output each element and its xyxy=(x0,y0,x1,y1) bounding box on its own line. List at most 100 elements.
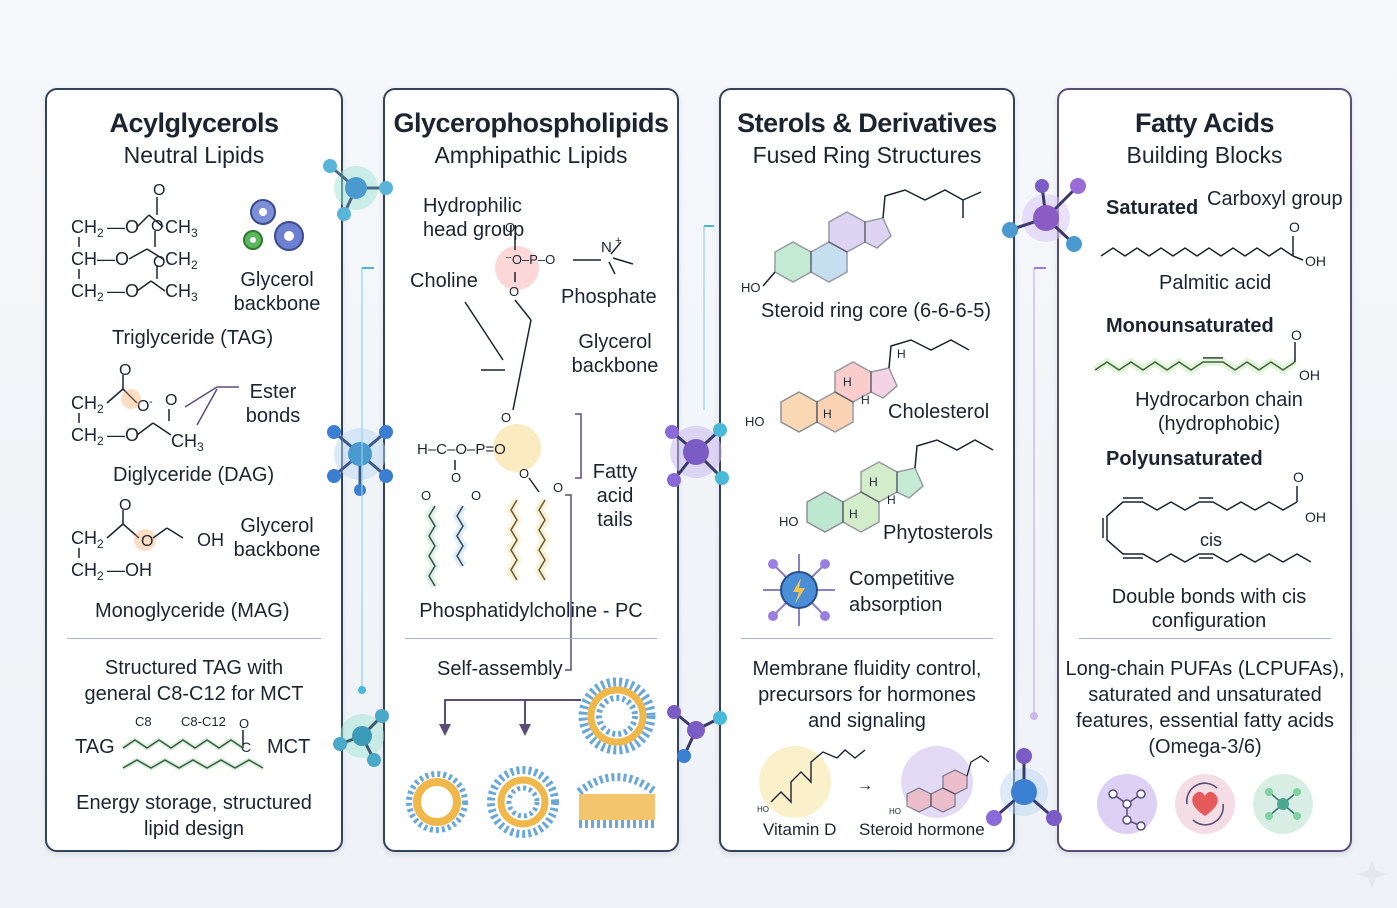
lcpufa-label: Long-chain PUFAs (LCPUFAs), saturated an… xyxy=(1065,658,1345,758)
svg-text:-: - xyxy=(149,396,153,408)
phosphate-label: Phosphate xyxy=(561,286,657,308)
svg-text:O: O xyxy=(451,470,461,485)
dag-label: Diglyceride (DAG) xyxy=(113,464,275,486)
vitamin-d-structure: HO → HO xyxy=(757,746,990,818)
phosphatidylcholine-structure: O ⁻O–P–O N+ O O H–C–O–P=O O O O O O xyxy=(417,220,634,671)
svg-text:O: O xyxy=(141,533,153,550)
svg-text:H: H xyxy=(843,375,852,389)
svg-text:O: O xyxy=(519,466,529,481)
panel-subtitle: Amphipathic Lipids xyxy=(434,142,628,168)
flow-lines xyxy=(358,225,1046,720)
divider xyxy=(741,638,993,639)
svg-text:O: O xyxy=(553,480,563,495)
svg-text:O: O xyxy=(1291,327,1302,343)
svg-text:H: H xyxy=(887,493,896,507)
svg-text:HO: HO xyxy=(779,514,799,529)
tag-label: Triglyceride (TAG) xyxy=(112,327,274,349)
svg-text:O: O xyxy=(505,220,515,235)
svg-text:2: 2 xyxy=(97,537,104,551)
self-assembly-label: Self-assembly xyxy=(437,658,563,680)
svg-text:CH: CH xyxy=(165,249,191,269)
gears-icon xyxy=(243,199,304,251)
svg-text:—OH: —OH xyxy=(107,560,152,580)
mag-label: Monoglyceride (MAG) xyxy=(95,600,290,622)
competitive-label: Competitive absorption xyxy=(849,568,955,616)
svg-text:O: O xyxy=(421,488,431,503)
carboxyl-label: Carboxyl group xyxy=(1207,188,1343,210)
svg-text:O: O xyxy=(153,254,165,271)
cholesterol-label: Cholesterol xyxy=(888,401,990,423)
hydrocarbon-label: Hydrocarbon chain (hydrophobic) xyxy=(1135,389,1303,435)
panel-subtitle: Building Blocks xyxy=(1126,142,1283,168)
ester-bonds-label: Ester bonds xyxy=(245,381,301,427)
polyunsaturated-label: Polyunsaturated xyxy=(1106,448,1263,470)
svg-text:—O: —O xyxy=(107,217,139,237)
svg-text:O: O xyxy=(239,716,249,731)
svg-text:CH: CH xyxy=(171,431,197,451)
svg-text:HO: HO xyxy=(741,280,761,295)
svg-text:→: → xyxy=(857,777,873,794)
divider xyxy=(67,638,321,639)
molecule-connector-5 xyxy=(667,705,727,763)
svg-text:HO: HO xyxy=(757,805,769,814)
palmitic-acid-structure: O OH xyxy=(1100,219,1326,269)
svg-text:H: H xyxy=(823,407,832,421)
competitive-absorption-icon xyxy=(763,554,835,626)
membrane-label: Membrane fluidity control, precursors fo… xyxy=(752,658,982,732)
steroid-hormone-label: Steroid hormone xyxy=(859,820,985,839)
glycerol-backbone-label-2: Glycerol backbone xyxy=(233,515,321,561)
svg-text:CH: CH xyxy=(71,217,97,237)
mct-label: MCT xyxy=(267,736,311,758)
panel-glycerophospholipids: Glycerophospholipids Amphipathic Lipids … xyxy=(383,88,679,852)
svg-text:OH: OH xyxy=(1305,253,1326,269)
svg-text:2: 2 xyxy=(97,226,104,240)
svg-text:H: H xyxy=(861,393,870,407)
molecule-connector-6 xyxy=(1002,178,1086,252)
panel-subtitle: Fused Ring Structures xyxy=(752,142,982,168)
svg-text:O: O xyxy=(153,182,165,199)
svg-text:3: 3 xyxy=(191,226,198,240)
svg-text:HO: HO xyxy=(745,414,765,429)
svg-text:O: O xyxy=(1293,469,1304,485)
svg-text:2: 2 xyxy=(97,569,104,583)
vitamin-d-label: Vitamin D xyxy=(763,820,837,839)
monounsaturated-structure: O OH xyxy=(1092,327,1320,383)
svg-text:O: O xyxy=(119,362,131,379)
svg-text:CH: CH xyxy=(165,281,191,301)
svg-text:N: N xyxy=(601,239,612,256)
svg-text:H: H xyxy=(869,475,878,489)
svg-text:C: C xyxy=(241,739,251,755)
glycerol-backbone-label: Glycerol backbone xyxy=(233,269,321,315)
sparkle-icon xyxy=(1358,860,1386,888)
double-bonds-label: Double bonds with cis configuration xyxy=(1111,586,1307,632)
svg-text:O: O xyxy=(165,392,177,409)
steroid-core-label: Steroid ring core (6-6-6-5) xyxy=(761,300,992,322)
svg-text:CH: CH xyxy=(71,393,97,413)
choline-label: Choline xyxy=(410,270,478,292)
svg-text:O: O xyxy=(151,218,163,235)
panel-footer: Energy storage, structured lipid design xyxy=(76,792,312,840)
svg-text:CH: CH xyxy=(71,281,97,301)
svg-text:3: 3 xyxy=(197,440,204,454)
svg-text:2: 2 xyxy=(97,402,104,416)
divider xyxy=(405,638,657,639)
svg-text:H: H xyxy=(897,347,906,361)
monounsaturated-label: Monounsaturated xyxy=(1106,315,1274,337)
molecule-connector-4 xyxy=(665,423,729,487)
molecule-connector-1 xyxy=(323,159,393,221)
svg-text:CH: CH xyxy=(71,560,97,580)
svg-text:OH: OH xyxy=(1299,367,1320,383)
svg-text:2: 2 xyxy=(191,258,198,272)
cis-label: cis xyxy=(1200,530,1222,550)
tag-short-label: TAG xyxy=(75,736,115,758)
molecule-connector-3 xyxy=(333,709,389,767)
phytosterols-label: Phytosterols xyxy=(883,522,994,544)
steroid-core-structure: HO xyxy=(741,189,982,295)
svg-text:+: + xyxy=(615,235,621,247)
cholesterol-structure: H H H H HO xyxy=(745,339,970,433)
saturated-label: Saturated xyxy=(1106,197,1199,219)
svg-text:—O: —O xyxy=(107,425,139,445)
